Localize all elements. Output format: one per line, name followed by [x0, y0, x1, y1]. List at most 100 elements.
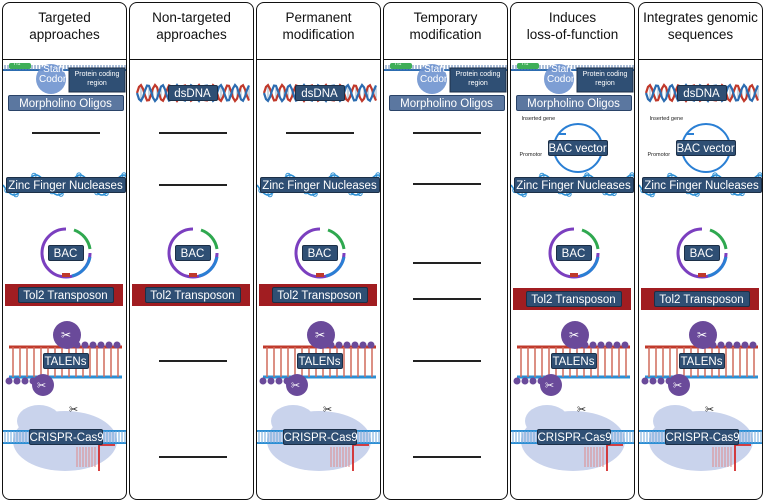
- tol2-label: Tol2 Transposon: [271, 287, 368, 303]
- h1-block: [390, 63, 412, 69]
- start-codon-circle: [36, 64, 66, 94]
- plasmid-red-segment: [569, 273, 578, 277]
- bac-plasmid: [167, 227, 218, 279]
- talen-art: ✂✂: [641, 321, 758, 396]
- talen-label: TALENs: [296, 353, 343, 369]
- talen-label: TALENs: [678, 353, 725, 369]
- crispr-label: CRISPR-Cas9: [28, 429, 104, 445]
- guide-rna: [98, 444, 115, 471]
- zfn-label: Zinc Finger Nucleases: [641, 177, 762, 193]
- header-divider: [384, 59, 507, 60]
- bac-label: BAC: [683, 245, 720, 261]
- bac-vector-label: BAC vector: [675, 140, 736, 156]
- plasmid-green-arc: [326, 228, 345, 250]
- not-applicable-dash: [158, 456, 227, 458]
- plasmid-red-segment: [61, 273, 70, 277]
- talen-label: TALENs: [550, 353, 597, 369]
- scissors-icon: ✂: [315, 328, 325, 342]
- talen-purple-bottom: [32, 374, 54, 396]
- zfn-label: Zinc Finger Nucleases: [5, 177, 126, 193]
- morpholino-dna-strand: [3, 63, 126, 94]
- talen-purple-bottom: [668, 374, 690, 396]
- plasmid-green-arc: [199, 228, 218, 250]
- bac-label: BAC: [47, 245, 84, 261]
- morpholino-label: Morpholino Oligos: [7, 95, 124, 111]
- talen-purple-top: [561, 321, 589, 349]
- bac-plasmid: [548, 227, 599, 279]
- talen-purple-top: [689, 321, 717, 349]
- talen-purple-bottom: [286, 374, 308, 396]
- not-applicable-dash: [412, 262, 481, 264]
- not-applicable-dash: [412, 298, 481, 300]
- crispr-label: CRISPR-Cas9: [664, 429, 740, 445]
- column-title: Induces loss-of-function: [526, 10, 619, 42]
- protein-coding-box: [68, 67, 126, 93]
- start-codon-circle: [417, 64, 447, 94]
- not-applicable-dash: [412, 360, 481, 362]
- talen-purple-bottom: [540, 374, 562, 396]
- crispr-label: CRISPR-Cas9: [536, 429, 612, 445]
- not-applicable-dash: [158, 132, 227, 134]
- tol2-label: Tol2 Transposon: [144, 287, 241, 303]
- talen-art: ✂✂: [259, 321, 376, 396]
- start-codon-text: Start Codon: [420, 64, 450, 85]
- plasmid-blue-arc: [71, 256, 91, 278]
- scissors-icon: ✂: [37, 379, 46, 392]
- not-applicable-dash: [158, 360, 227, 362]
- h1-block: [517, 63, 539, 69]
- plasmid-green-arc: [72, 228, 91, 250]
- morpholino-label: Morpholino Oligos: [388, 95, 505, 111]
- scissors-icon: ✂: [697, 328, 707, 342]
- h1-text: H1: [14, 61, 21, 67]
- column-title: Integrates genomic sequences: [643, 10, 758, 42]
- plasmid-green-arc: [580, 228, 599, 250]
- scissors-icon: ✂: [569, 328, 579, 342]
- column-5: Integrates genomic sequences dsDNA Inserte…: [638, 2, 763, 500]
- header-divider: [130, 59, 253, 60]
- tol2-label: Tol2 Transposon: [653, 291, 750, 307]
- start-codon-circle: [544, 64, 574, 94]
- bac-plasmid: [676, 227, 727, 279]
- not-applicable-dash: [412, 132, 481, 134]
- not-applicable-dash: [412, 183, 481, 185]
- scissors-icon: ✂: [577, 403, 586, 416]
- scissors-icon: ✂: [323, 403, 332, 416]
- not-applicable-dash: [158, 184, 227, 186]
- dsdna-label: dsDNA: [294, 85, 345, 101]
- plasmid-red-segment: [315, 273, 324, 277]
- protein-coding-box: [576, 67, 634, 93]
- protein-coding-text: Protein coding region: [74, 71, 120, 87]
- scissors-icon: ✂: [69, 403, 78, 416]
- morpholino-dna-strand: [511, 63, 634, 94]
- column-2: Permanent modification dsDNA Zinc Finger N…: [256, 2, 381, 500]
- plasmid-blue-arc: [579, 256, 599, 278]
- start-codon-text: Start Codon: [39, 64, 69, 85]
- bac-plasmid: [294, 227, 345, 279]
- zfn-label: Zinc Finger Nucleases: [259, 177, 380, 193]
- column-title: Permanent modification: [282, 10, 355, 42]
- plasmid-blue-arc: [707, 256, 727, 278]
- promotor-text: Promotor: [647, 152, 671, 158]
- inserted-gene-text: Inserted gene: [521, 116, 556, 122]
- start-codon-text: Start Codon: [547, 64, 577, 85]
- protein-coding-text: Protein coding region: [455, 71, 501, 87]
- tol2-label: Tol2 Transposon: [525, 291, 622, 307]
- header-divider: [257, 59, 380, 60]
- bac-label: BAC: [301, 245, 338, 261]
- not-applicable-dash: [31, 132, 100, 134]
- header-divider: [639, 59, 762, 60]
- scissors-icon: ✂: [673, 379, 682, 392]
- header-divider: [511, 59, 634, 60]
- scissors-icon: ✂: [545, 379, 554, 392]
- protein-coding-text: Protein coding region: [582, 71, 628, 87]
- inserted-gene-text: Inserted gene: [649, 116, 684, 122]
- dsdna-label: dsDNA: [676, 85, 727, 101]
- scissors-icon: ✂: [705, 403, 714, 416]
- tol2-label: Tol2 Transposon: [17, 287, 114, 303]
- plasmid-green-arc: [708, 228, 727, 250]
- h1-text: H1: [395, 61, 402, 67]
